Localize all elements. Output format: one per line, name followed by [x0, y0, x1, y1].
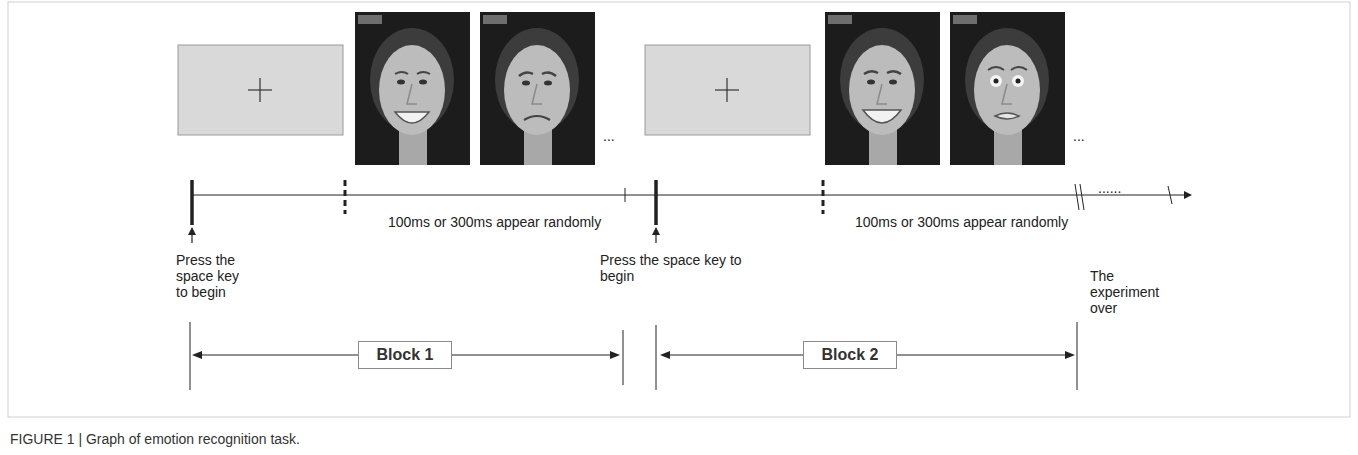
- annotation-text: ...: [1073, 128, 1103, 144]
- face-photo: [825, 12, 940, 165]
- annotation-text: 100ms or 300ms appear randomly: [855, 214, 1115, 230]
- fixation-screen: [178, 45, 343, 135]
- figure-frame: [8, 2, 1350, 417]
- block-span: [190, 322, 1077, 390]
- annotation-text: 100ms or 300ms appear randomly: [388, 214, 648, 230]
- block-box: Block 2: [803, 341, 898, 369]
- block-label: Block 2: [822, 346, 879, 364]
- block-label: Block 1: [377, 346, 434, 364]
- annotation-text: The experiment over: [1090, 268, 1180, 316]
- annotation-text: Press the space key to begin: [176, 252, 250, 300]
- face-photo: [480, 12, 595, 165]
- figure-caption: FIGURE 1 | Graph of emotion recognition …: [10, 431, 300, 447]
- fixation-screen: [645, 45, 810, 135]
- block-box: Block 1: [358, 341, 453, 369]
- annotation-text: ......: [1098, 180, 1168, 196]
- annotation-text: Press the space key to begin: [600, 252, 750, 284]
- timeline: [188, 180, 1192, 243]
- annotation-text: ...: [603, 128, 633, 144]
- face-photo: [950, 12, 1065, 165]
- face-photo: [355, 12, 470, 165]
